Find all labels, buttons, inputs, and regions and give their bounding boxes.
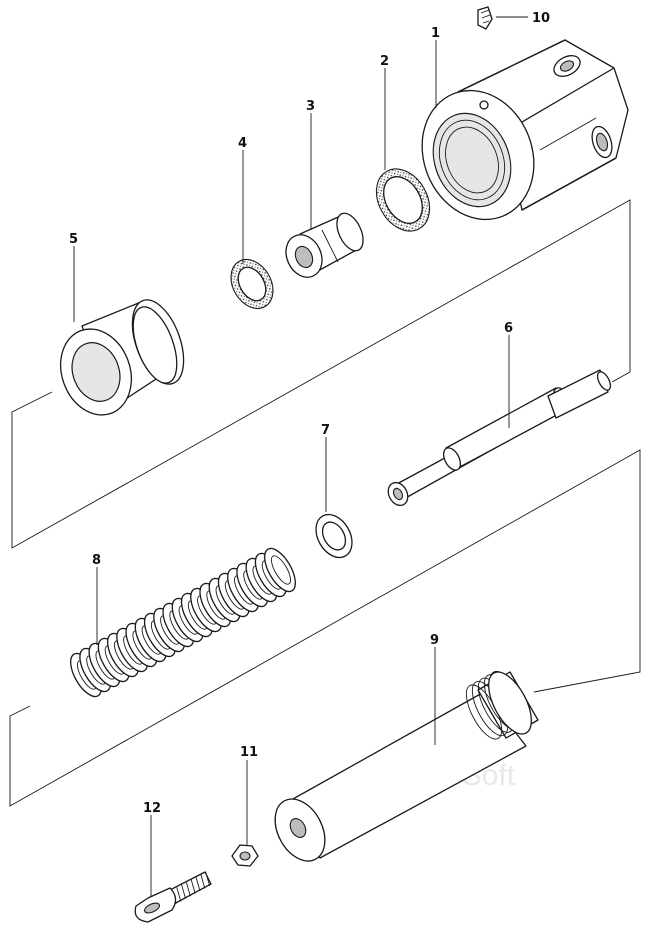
callout-8: 8	[92, 553, 101, 568]
callout-3: 3	[306, 99, 315, 114]
part-9-cylinder-tube	[274, 670, 539, 862]
callout-1: 1	[431, 26, 440, 41]
part-1-housing	[421, 39, 629, 221]
callout-9: 9	[430, 633, 439, 648]
part-8-coil-spring	[70, 547, 296, 698]
part-7-flat-washer	[315, 513, 353, 559]
callout-leaders	[73, 16, 528, 896]
callout-5: 5	[69, 232, 78, 247]
callout-10: 10	[532, 11, 550, 26]
bolt-thread-ridge	[195, 876, 201, 892]
bolt-thread-ridge	[176, 887, 182, 902]
callout-2: 2	[380, 54, 389, 69]
part-6-piston-rod	[387, 369, 612, 507]
assembly-axis-lines	[9, 199, 641, 807]
part-4-washer	[230, 259, 274, 309]
bolt-thread-ridge	[181, 884, 187, 899]
spring-coil-inner	[271, 555, 291, 585]
callout-7: 7	[321, 423, 330, 438]
part-11-hex-nut	[231, 844, 259, 867]
bolt-thread-ridge	[190, 879, 196, 894]
part-12-eye-bolt	[134, 871, 212, 923]
bolt-thread-ridge	[205, 871, 211, 886]
part-2-seal-ring	[375, 168, 431, 232]
spring-coil	[264, 547, 296, 593]
part-5-sleeve	[60, 299, 185, 416]
callout-labels: 1 2 3 4 5 6 7 8 9 10 11 12	[69, 11, 550, 816]
bolt-thread-ridge	[185, 882, 191, 897]
callout-12: 12	[143, 801, 161, 816]
callout-4: 4	[238, 136, 247, 151]
bolt-thread-ridge	[200, 874, 206, 889]
part-3-bushing	[285, 212, 364, 278]
part-10-set-screw	[477, 6, 493, 30]
callout-11: 11	[240, 745, 258, 760]
callout-6: 6	[504, 321, 513, 336]
